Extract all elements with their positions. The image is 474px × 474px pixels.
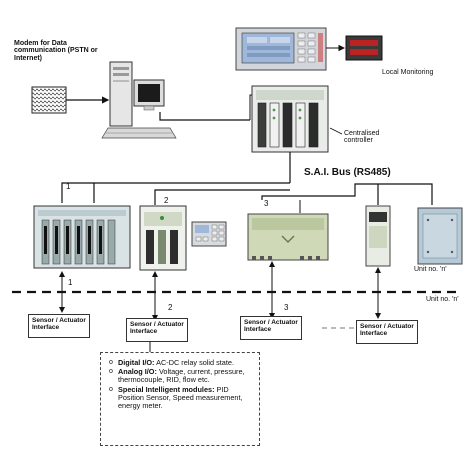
legend-special-item: Special Intelligent modules: PID Positio… bbox=[109, 384, 253, 411]
unit-number-3-lower: 3 bbox=[284, 303, 289, 312]
local-monitoring-label: Local Monitoring bbox=[382, 69, 434, 76]
bus-label: S.A.I. Bus (RS485) bbox=[304, 167, 391, 178]
legend-analog-text: Voltage, current, pressure, thermocouple… bbox=[118, 367, 245, 385]
unit-n-module-icon bbox=[417, 207, 463, 265]
legend-digital-title: Digital I/O: bbox=[118, 358, 155, 367]
sensor-actuator-interface-n: Sensor / Actuator Interface bbox=[356, 320, 418, 344]
legend-special-text: PID Position Sensor, Speed measurement, … bbox=[118, 384, 243, 411]
sensor-actuator-interface-3: Sensor / Actuator Interface bbox=[240, 316, 302, 340]
operator-panel-icon bbox=[191, 221, 227, 247]
unit-number-1-lower: 1 bbox=[68, 278, 73, 287]
computer-icon bbox=[101, 61, 177, 139]
unit-3-module-icon bbox=[247, 213, 329, 261]
unit-number-3: 3 bbox=[264, 199, 269, 208]
central-controller-icon bbox=[251, 85, 329, 153]
unit-n-label-bottom: Unit no. 'n' bbox=[426, 296, 459, 303]
unit-1-rack-icon bbox=[33, 205, 131, 269]
legend-special-title: Special Intelligent modules: bbox=[118, 384, 215, 394]
legend-analog-item: Analog I/O: Voltage, current, pressure, … bbox=[109, 367, 253, 385]
modem-icon bbox=[31, 86, 67, 114]
legend-analog-title: Analog I/O: bbox=[118, 367, 157, 377]
sensor-actuator-interface-1: Sensor / Actuator Interface bbox=[28, 314, 90, 338]
unit-number-2: 2 bbox=[164, 196, 169, 205]
hmi-panel-icon bbox=[235, 27, 327, 71]
controller-label: Centralised controller bbox=[344, 130, 380, 145]
modem-label: Modem for Data communication (PSTN or In… bbox=[14, 40, 98, 62]
unit-slim-module-icon bbox=[365, 205, 391, 267]
unit-2-module-icon bbox=[139, 205, 187, 271]
unit-number-1: 1 bbox=[66, 182, 71, 191]
unit-number-2-lower: 2 bbox=[168, 303, 173, 312]
sensor-actuator-interface-2: Sensor / Actuator Interface bbox=[126, 318, 188, 342]
io-module-legend: Digital I/O: AC-DC relay solid state. An… bbox=[100, 352, 260, 446]
unit-n-label-top: Unit no. 'n' bbox=[414, 266, 447, 273]
local-display-icon bbox=[345, 35, 383, 61]
legend-digital-item: Digital I/O: AC-DC relay solid state. bbox=[109, 358, 253, 367]
legend-digital-text: AC-DC relay solid state. bbox=[156, 358, 234, 367]
